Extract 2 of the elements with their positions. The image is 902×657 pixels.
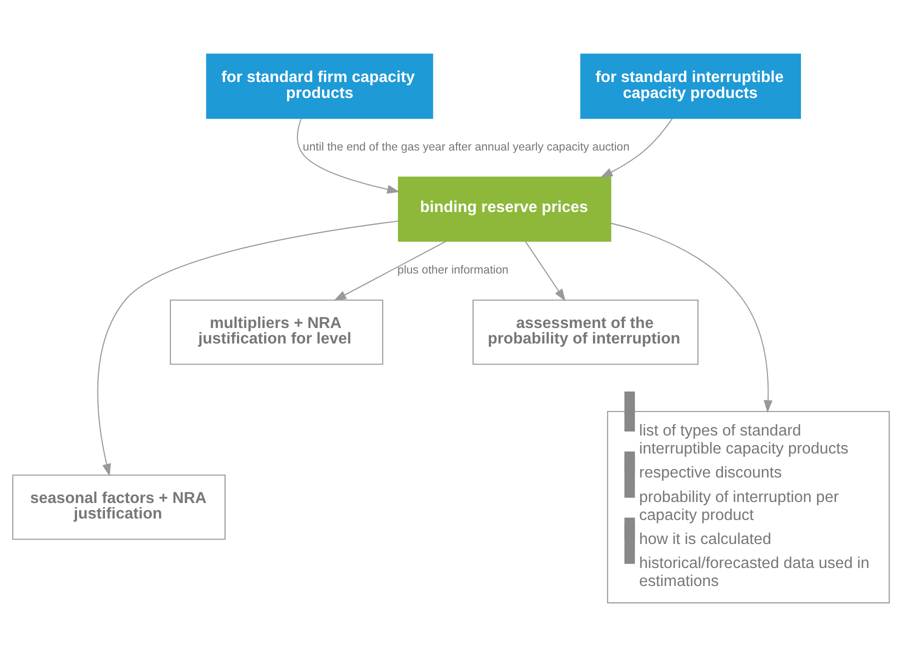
edge-label: until the end of the gas year after annual yearly capacity auction bbox=[302, 142, 630, 154]
edge-label: plus other information bbox=[397, 264, 508, 277]
